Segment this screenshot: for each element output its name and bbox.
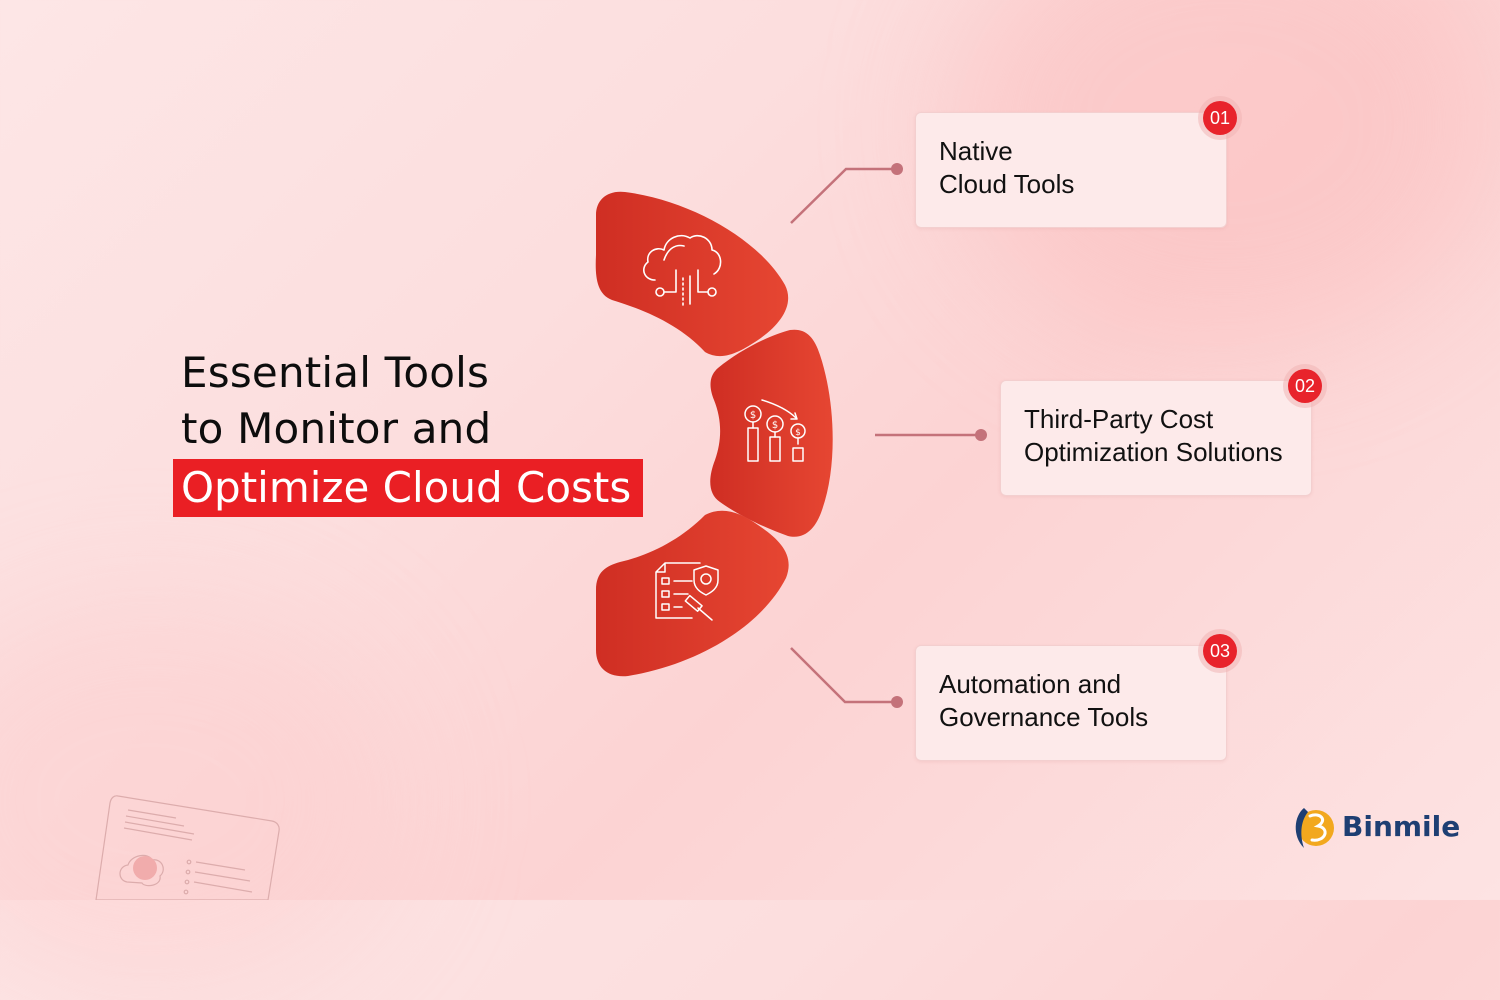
- card-text: Native Cloud Tools: [939, 135, 1074, 201]
- binmile-logo-icon: [1295, 808, 1334, 848]
- segment-1: [595, 191, 789, 357]
- connector-2: [875, 429, 987, 441]
- number-badge: 01: [1203, 101, 1237, 135]
- card-text: Automation and Governance Tools: [939, 668, 1148, 734]
- card-line-2: Governance Tools: [939, 702, 1149, 732]
- arc-diagram: $ $ $: [95, 163, 987, 900]
- svg-text:$: $: [750, 410, 756, 421]
- card-line-1: Automation and: [939, 669, 1122, 699]
- svg-text:$: $: [795, 428, 801, 438]
- cloud-network-icon: [643, 234, 722, 307]
- brand-logo: Binmile: [1290, 800, 1460, 852]
- card-automation-governance-tools: Automation and Governance Tools 03: [915, 634, 1237, 761]
- card-text: Third-Party Cost Optimization Solutions: [1024, 403, 1283, 469]
- connector-3: [790, 647, 903, 708]
- segment-2: $ $ $: [710, 329, 833, 537]
- connector-1: [790, 163, 903, 224]
- brand-name: Binmile: [1342, 809, 1461, 843]
- cost-reduction-chart-icon: $ $ $: [744, 399, 806, 462]
- number-badge: 02: [1288, 369, 1322, 403]
- decorative-invoice-icon: [95, 795, 280, 900]
- card-third-party-cost-solutions: Third-Party Cost Optimization Solutions …: [1000, 369, 1322, 496]
- svg-text:$: $: [772, 420, 778, 431]
- compliance-checklist-gavel-icon: [655, 562, 719, 621]
- title-line-1: Essential Tools: [181, 348, 490, 397]
- number-badge: 03: [1203, 634, 1237, 668]
- card-line-2: Optimization Solutions: [1024, 437, 1283, 467]
- card-native-cloud-tools: Native Cloud Tools 01: [915, 101, 1237, 228]
- title-highlight: Optimize Cloud Costs: [173, 459, 644, 517]
- page-title: Essential Tools to Monitor and Optimize …: [173, 345, 644, 517]
- card-line-1: Third-Party Cost: [1024, 404, 1214, 434]
- card-line-1: Native: [939, 136, 1013, 166]
- card-line-2: Cloud Tools: [939, 169, 1075, 199]
- title-line-2: to Monitor and: [181, 404, 492, 453]
- segment-3: [596, 510, 789, 677]
